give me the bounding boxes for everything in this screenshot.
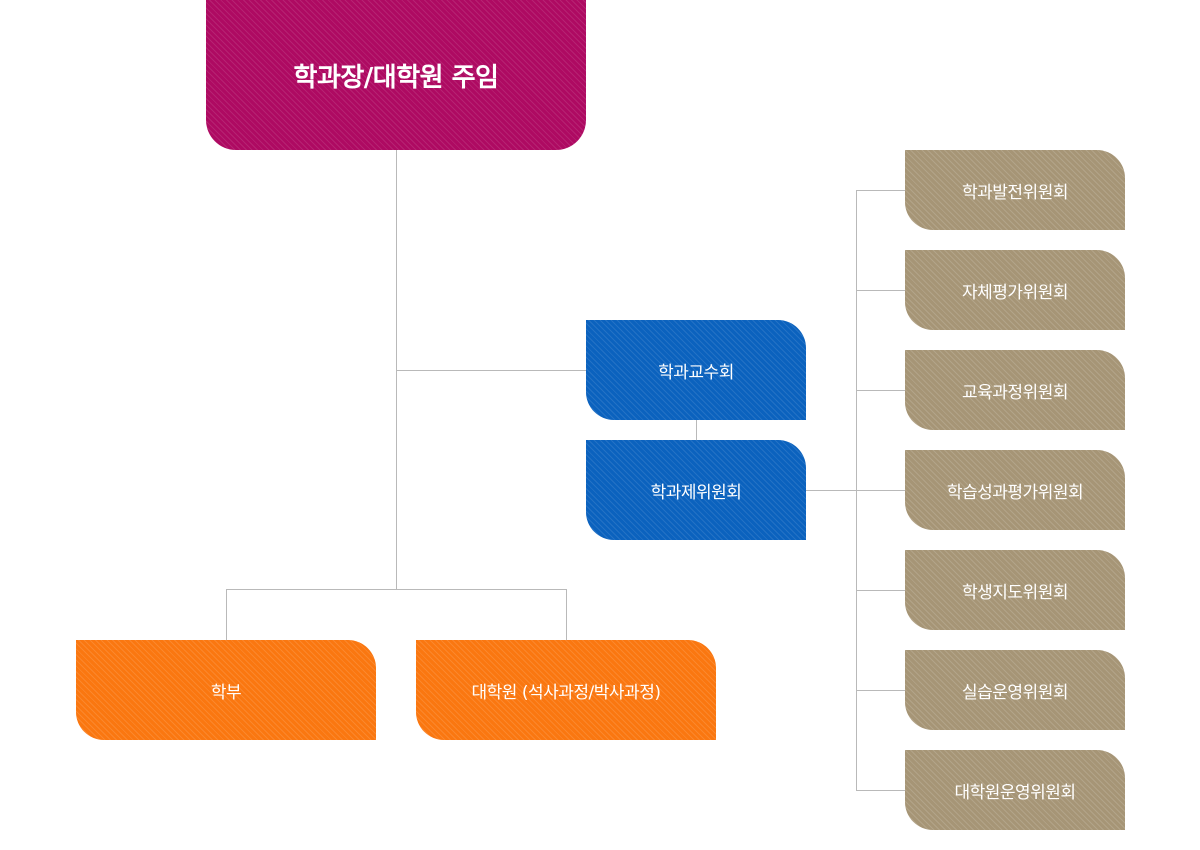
faculty-meeting-box: 학과교수회	[586, 320, 806, 420]
connector-committee-4	[856, 490, 905, 491]
committee-box: 학생지도위원회	[905, 550, 1125, 630]
committee-label: 학생지도위원회	[962, 582, 1068, 603]
committee-box: 자체평가위원회	[905, 250, 1125, 330]
committee-box: 학과발전위원회	[905, 150, 1125, 230]
connector-to-graduate	[566, 589, 567, 640]
department-committee-label: 학과제위원회	[650, 482, 742, 503]
committee-label: 실습운영위원회	[962, 682, 1068, 703]
undergraduate-box: 학부	[76, 640, 376, 740]
department-committee-box: 학과제위원회	[586, 440, 806, 540]
committee-box: 교육과정위원회	[905, 350, 1125, 430]
connector-head-trunk	[396, 150, 397, 589]
connector-committee-2	[856, 290, 905, 291]
connector-committee-5	[856, 590, 905, 591]
undergraduate-label: 학부	[210, 682, 242, 703]
connector-programs-bar	[226, 589, 567, 590]
committee-box: 실습운영위원회	[905, 650, 1125, 730]
committee-label: 학과발전위원회	[962, 182, 1068, 203]
connector-committee-3	[856, 390, 905, 391]
faculty-meeting-label: 학과교수회	[658, 362, 734, 383]
connector-committee-branch	[806, 490, 856, 491]
department-head-box: 학과장/대학원 주임	[206, 0, 586, 150]
connector-to-faculty	[396, 370, 586, 371]
connector-committee-1	[856, 190, 905, 191]
committee-label: 교육과정위원회	[962, 382, 1068, 403]
graduate-label: 대학원 (석사과정/박사과정)	[471, 682, 661, 703]
connector-to-undergraduate	[226, 589, 227, 640]
committee-box: 대학원운영위원회	[905, 750, 1125, 830]
graduate-box: 대학원 (석사과정/박사과정)	[416, 640, 716, 740]
committee-label: 대학원운영위원회	[954, 782, 1076, 803]
department-head-label: 학과장/대학원 주임	[293, 62, 499, 93]
connector-committee-6	[856, 690, 905, 691]
committee-label: 학습성과평가위원회	[946, 482, 1084, 503]
committee-label: 자체평가위원회	[962, 282, 1068, 303]
connector-committee-7	[856, 790, 905, 791]
committee-box: 학습성과평가위원회	[905, 450, 1125, 530]
connector-faculty-committee	[696, 420, 697, 440]
